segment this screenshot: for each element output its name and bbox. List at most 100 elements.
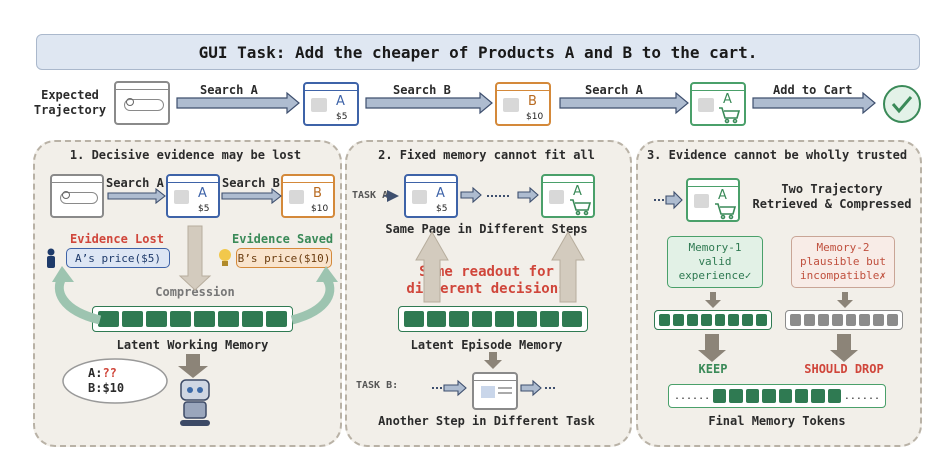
memory-1-tokens — [654, 310, 772, 330]
expected-line1: Expected — [41, 88, 99, 102]
memory-token — [817, 314, 829, 326]
same-readout-text: Same readout for different decisions — [345, 264, 628, 298]
memory-token — [714, 314, 726, 326]
price-a: $5 — [436, 204, 448, 214]
readout-line2: different decisions — [406, 281, 567, 297]
step-search-a-again: Search A — [585, 83, 643, 97]
price-b: $10 — [526, 112, 544, 122]
p1-search-b: Search B — [222, 176, 280, 190]
image-icon — [503, 98, 519, 112]
memory-token — [672, 314, 684, 326]
memory-token — [122, 311, 143, 327]
memory-token — [887, 314, 898, 326]
cart-icon — [570, 107, 741, 220]
memory-token — [756, 314, 767, 326]
compression-label: Compression — [155, 285, 235, 299]
mem1-line2: valid — [698, 255, 732, 268]
memory-token — [98, 311, 119, 327]
image-icon — [698, 98, 714, 112]
memory-token — [729, 389, 743, 403]
two-traj-line2: Retrieved & Compressed — [752, 197, 912, 211]
memory-token — [803, 314, 815, 326]
mem1-line1: Memory-1 — [688, 241, 742, 254]
step-search-b: Search B — [393, 83, 451, 97]
step-add-to-cart: Add to Cart — [773, 83, 853, 97]
memory-token — [713, 389, 727, 403]
memory-token — [449, 311, 469, 327]
memory-token — [242, 311, 263, 327]
latent-episode-memory-tokens — [398, 306, 588, 332]
p1-product-a-window: A $5 — [166, 174, 220, 218]
final-memory-label: Final Memory Tokens — [708, 414, 846, 428]
b-price-chip: B’s price($10) — [236, 248, 332, 268]
a-price-chip: A’s price($5) — [66, 248, 170, 268]
memory-token — [404, 311, 424, 327]
two-traj-line1: Two Trajectory — [781, 182, 883, 196]
price-a: $5 — [336, 112, 348, 122]
image-icon — [311, 98, 327, 112]
evidence-saved-label: Evidence Saved — [232, 232, 334, 246]
image-icon — [694, 194, 709, 208]
mem2-line3: incompatible✗ — [799, 269, 887, 282]
memory-token — [562, 311, 582, 327]
image-icon — [289, 190, 304, 204]
letter-b: B — [313, 186, 322, 201]
two-trajectory-label: Two Trajectory Retrieved & Compressed — [752, 182, 912, 212]
product-a-window: A $5 — [303, 82, 359, 126]
memory-token — [831, 314, 843, 326]
ellipsis: ...... — [843, 390, 880, 402]
task-title-bar: GUI Task: Add the cheaper of Products A … — [36, 34, 920, 70]
panel-1-title: 1. Decisive evidence may be lost — [69, 148, 302, 162]
memory-token — [218, 311, 239, 327]
image-icon — [549, 190, 564, 204]
a-price-text: A’s price($5) — [74, 251, 162, 265]
memory-token — [659, 314, 670, 326]
p2-cart-window: A — [541, 174, 595, 218]
latent-working-memory-tokens — [92, 306, 293, 332]
latent-working-memory-label: Latent Working Memory — [116, 338, 269, 352]
step-search-a: Search A — [200, 83, 258, 97]
p1-search-a: Search A — [106, 176, 164, 190]
memory-token — [539, 311, 560, 327]
letter-a: A — [436, 186, 445, 201]
memory-token — [146, 311, 167, 327]
robot-icon — [172, 378, 218, 428]
memory-token — [790, 314, 801, 326]
lightbulb-icon — [218, 248, 232, 268]
letter-a: A — [573, 184, 582, 199]
expected-trajectory-label: Expected Trajectory — [30, 88, 110, 118]
p2-other-task-window — [472, 372, 518, 410]
search-icon — [126, 98, 134, 106]
mem2-line1: Memory-2 — [816, 241, 870, 254]
memory-token — [827, 389, 841, 403]
memory-token — [742, 314, 754, 326]
panel-3-title: 3. Evidence cannot be wholly trusted — [646, 148, 908, 162]
memory-token — [686, 314, 698, 326]
memory-token — [859, 314, 871, 326]
memory-1-card: Memory-1 valid experience✓ — [667, 236, 763, 288]
memory-token — [266, 311, 287, 327]
image-icon — [412, 190, 427, 204]
b-price-text: B’s price($10) — [237, 251, 331, 265]
mem2-line2: plausible but — [799, 255, 887, 268]
memory-token — [778, 389, 792, 403]
memory-token — [845, 314, 857, 326]
image-icon — [174, 190, 189, 204]
memory-token — [700, 314, 712, 326]
letter-a: A — [336, 94, 345, 109]
task-title: GUI Task: Add the cheaper of Products A … — [198, 42, 758, 62]
ellipsis: ...... — [674, 390, 711, 402]
expected-line2: Trajectory — [33, 103, 107, 117]
memory-2-tokens — [785, 310, 903, 330]
trash-person-icon — [44, 248, 58, 270]
keep-label: KEEP — [698, 362, 728, 376]
memory-token — [745, 389, 760, 403]
final-memory-tokens: ............ — [668, 384, 886, 408]
price-a: $5 — [198, 204, 210, 214]
should-drop-label: SHOULD DROP — [804, 362, 884, 376]
readout-line1: Same readout for — [419, 264, 554, 280]
thought-a-value: ?? — [102, 366, 117, 380]
panel-2-title: 2. Fixed memory cannot fit all — [378, 148, 595, 162]
mem1-line3: experience✓ — [678, 269, 752, 282]
